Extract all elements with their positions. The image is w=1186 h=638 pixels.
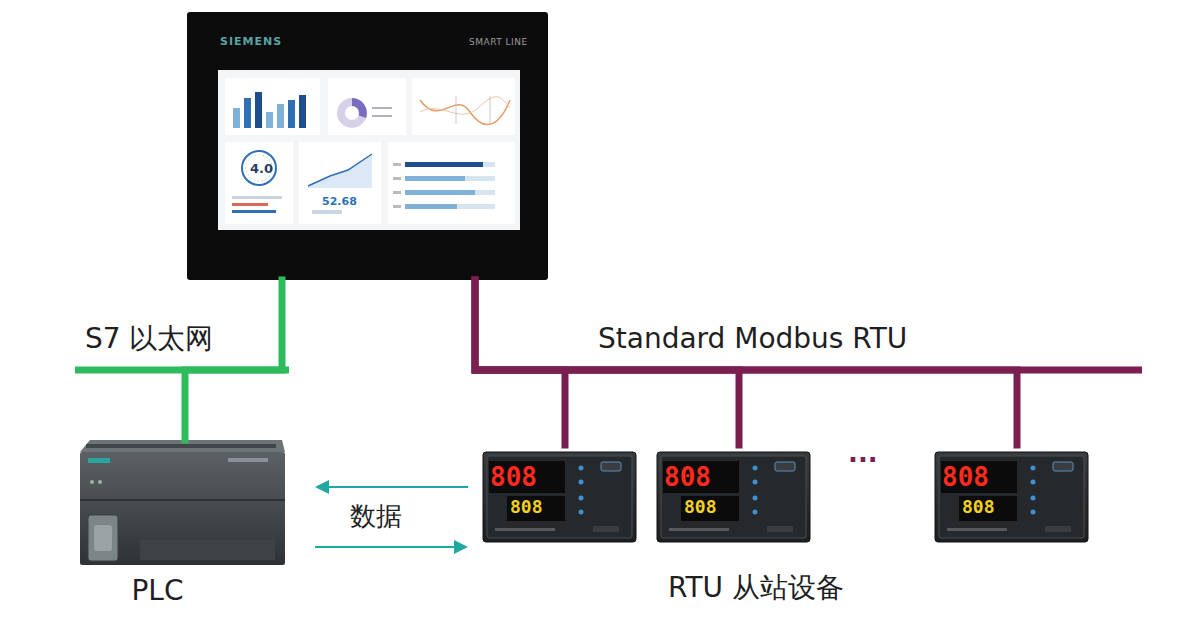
chart-panel — [225, 78, 320, 135]
edge-label: Standard Modbus RTU — [598, 325, 907, 353]
rtu-device — [483, 452, 636, 542]
node-title: 808 — [490, 464, 537, 490]
node-title: 808 — [942, 464, 989, 490]
plc-device: PLC — [80, 440, 315, 567]
data-arrow — [315, 540, 468, 554]
hmi-bezel — [187, 12, 548, 280]
node-text: 808 — [684, 498, 717, 516]
text-label: ... — [848, 440, 878, 466]
plc-device — [80, 440, 285, 565]
chart-panel — [328, 78, 406, 135]
hbar-chart — [393, 162, 495, 209]
node-title: 808 — [664, 464, 711, 490]
rtu-device: 808808 — [642, 445, 810, 545]
node-text: 808 — [510, 498, 543, 516]
connector-line — [329, 486, 468, 488]
edge-label: S7 以太网 — [85, 325, 214, 353]
hmi-panel — [187, 12, 548, 280]
connector-line — [185, 280, 282, 440]
node-text: SMART LINE — [469, 38, 528, 47]
node-title: PLC — [80, 577, 235, 605]
text-label: RTU 从站设备 — [668, 574, 844, 602]
bus-line — [475, 280, 565, 445]
text-label: 4.0 — [250, 162, 273, 175]
data-arrow — [315, 480, 468, 494]
bar-chart — [233, 92, 306, 128]
chart-panel — [388, 142, 515, 224]
rtu-device: 808808 — [920, 445, 1088, 545]
chart-panel — [299, 142, 381, 224]
bus-line — [185, 280, 282, 440]
arrow-head — [315, 480, 329, 494]
rtu-device: 808808 — [468, 445, 636, 545]
node-title: SIEMENS — [220, 36, 282, 47]
bus-line — [475, 280, 739, 445]
hmi-panel: SIEMENS SMART LINE — [187, 12, 548, 280]
gauge — [232, 151, 282, 213]
node-text: 808 — [962, 498, 995, 516]
chart-panel — [225, 142, 293, 224]
bus-line — [475, 280, 1017, 445]
connector-line — [475, 280, 739, 445]
connector-line — [475, 280, 565, 445]
connector-line — [475, 280, 1017, 445]
rtu-device — [935, 452, 1088, 542]
connector-line — [315, 546, 454, 548]
modbus-bus — [472, 367, 1142, 374]
text-label: 52.68 — [322, 196, 357, 207]
ethernet-bus — [75, 367, 289, 374]
arrow-head — [454, 540, 468, 554]
edge-label: 数据 — [350, 503, 402, 529]
area-chart — [308, 154, 372, 214]
chart-panel — [412, 78, 515, 135]
pie-chart — [337, 98, 392, 128]
rtu-device — [657, 452, 810, 542]
line-chart — [420, 96, 510, 124]
hmi-screen — [218, 70, 520, 230]
